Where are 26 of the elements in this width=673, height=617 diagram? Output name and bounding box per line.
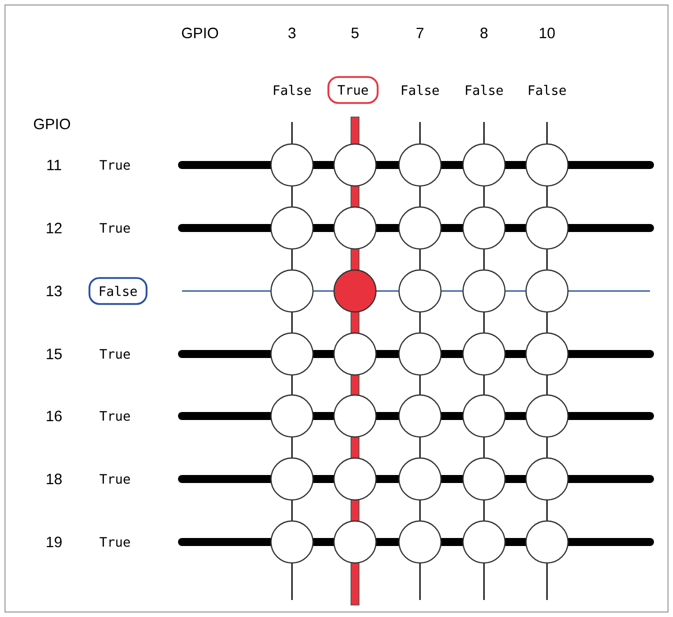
- row-number: 16: [46, 410, 62, 422]
- column-number: 3: [288, 28, 296, 38]
- row-number: 11: [47, 160, 62, 170]
- state-label: True: [100, 160, 130, 170]
- column-number: 8: [480, 28, 488, 38]
- row-number: 18: [46, 474, 62, 484]
- state-label: True: [100, 411, 130, 421]
- row-number: 12: [46, 222, 62, 234]
- state-label: True: [100, 537, 130, 547]
- state-badge: False: [88, 277, 148, 305]
- state-label: True: [100, 474, 130, 484]
- row-number: 13: [46, 286, 62, 296]
- column-number: 5: [351, 28, 359, 38]
- header-label: GPIO: [34, 118, 70, 130]
- state-label: True: [100, 349, 130, 359]
- state-label: False: [402, 84, 439, 96]
- row-number: 19: [46, 536, 62, 548]
- state-label: True: [100, 223, 130, 233]
- column-number: 7: [416, 28, 424, 38]
- state-label: False: [528, 84, 566, 96]
- state-label: False: [466, 84, 503, 96]
- header-label: GPIO: [182, 28, 218, 38]
- state-badge: True: [327, 76, 379, 104]
- column-number: 10: [540, 28, 555, 38]
- state-label: False: [274, 84, 311, 96]
- row-number: 15: [46, 348, 62, 360]
